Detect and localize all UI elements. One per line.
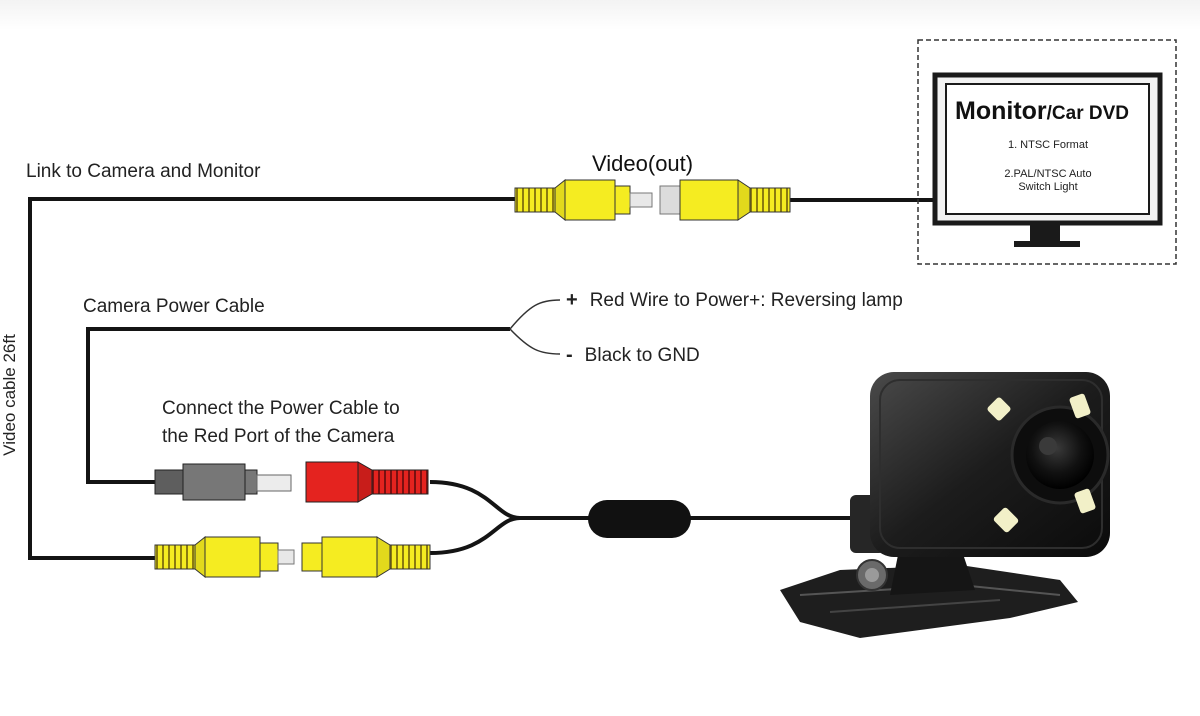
monitor-icon <box>932 72 1163 247</box>
red-wire-label: Red Wire to Power+: Reversing lamp <box>589 290 903 311</box>
video-male-connector <box>154 535 295 579</box>
video-female-connector <box>301 536 431 578</box>
connect-label-line2: the Red Port of the Camera <box>162 426 395 447</box>
camera-icon <box>780 372 1110 638</box>
power-cable <box>86 327 510 484</box>
power-gray-plug <box>154 463 292 501</box>
monitor-dashed-frame <box>917 39 1177 265</box>
video-cable <box>28 197 935 560</box>
red-wire-row: + Red Wire to Power+: Reversing lamp <box>566 289 903 312</box>
plus-sign: + <box>566 289 578 311</box>
monitor-item-2-line1: 2.PAL/NTSC Auto <box>1004 168 1092 180</box>
power-split-lines <box>509 299 561 355</box>
video-out-female-connector <box>659 179 791 221</box>
video-out-male-connector <box>514 178 653 222</box>
vertical-cable-label: Video cable 26ft <box>0 320 20 470</box>
monitor-title: Monitor/Car DVD <box>955 97 1129 126</box>
monitor-title-sub: /Car DVD <box>1046 103 1129 124</box>
monitor-title-main: Monitor <box>955 97 1047 125</box>
monitor-item-1: 1. NTSC Format <box>1007 139 1089 151</box>
camera-cable <box>429 480 868 555</box>
monitor-item-2-line2: Switch Light <box>1018 181 1078 193</box>
power-red-socket <box>305 461 429 503</box>
connect-label-line1: Connect the Power Cable to <box>162 398 400 419</box>
vertical-cable-text: Video cable 26ft <box>0 334 19 456</box>
video-out-label: Video(out) <box>592 151 694 176</box>
link-label: Link to Camera and Monitor <box>26 161 261 182</box>
black-wire-label: Black to GND <box>584 345 700 366</box>
black-wire-row: -Black to GND <box>566 344 700 367</box>
power-cable-label: Camera Power Cable <box>83 296 265 317</box>
top-band <box>0 0 1200 30</box>
minus-sign: - <box>566 344 573 366</box>
inline-filter <box>588 500 691 538</box>
